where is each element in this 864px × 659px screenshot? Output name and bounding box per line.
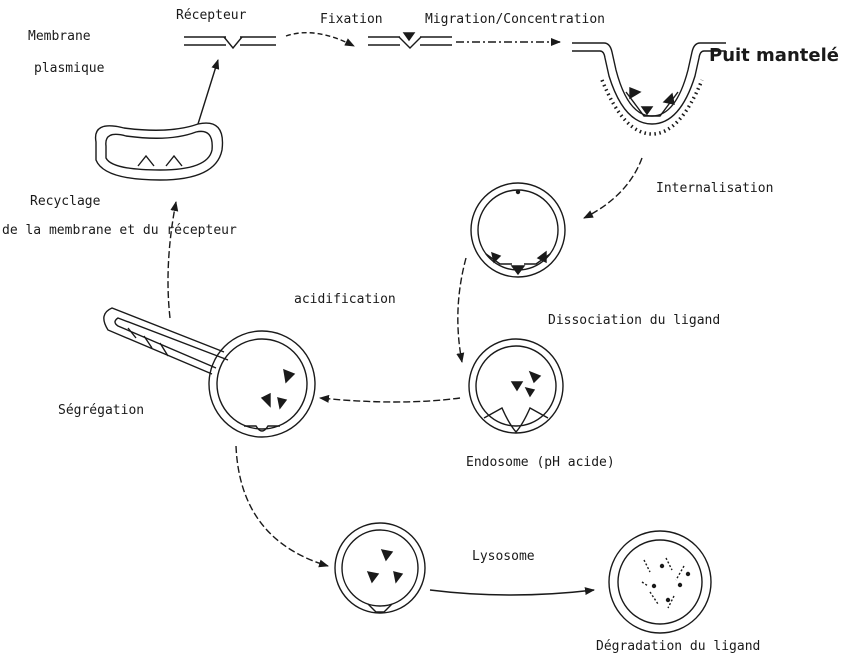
label-puit-mantele: Puit mantelé xyxy=(709,47,839,65)
arrow-to-endosome xyxy=(458,258,466,362)
coated-pit xyxy=(572,43,726,134)
label-internalisation: Internalisation xyxy=(656,182,773,195)
plasma-membrane-receptor xyxy=(184,37,276,48)
arrow-recycling-up xyxy=(168,202,176,318)
arrow-to-lysosome xyxy=(236,446,328,566)
label-recepteur: Récepteur xyxy=(176,9,246,22)
recycling-vesicle xyxy=(96,123,223,180)
label-lysosome: Lysosome xyxy=(472,550,535,563)
label-plasmique: plasmique xyxy=(34,62,104,75)
label-fixation: Fixation xyxy=(320,13,383,26)
label-migration-concentration: Migration/Concentration xyxy=(425,13,605,26)
label-recyclage: Recyclage xyxy=(30,195,100,208)
lysosome-vesicle xyxy=(335,523,425,613)
label-membrane-recepteur: de la membrane et du récepteur xyxy=(2,224,237,237)
membrane-with-bound-ligand xyxy=(368,33,452,48)
degradation-vesicle xyxy=(609,531,711,633)
label-degradation: Dégradation du ligand xyxy=(596,640,760,653)
label-endosome: Endosome (pH acide) xyxy=(466,456,615,469)
arrow-to-membrane xyxy=(198,60,218,124)
label-segregation: Ségrégation xyxy=(58,404,144,417)
endosome-vesicle xyxy=(469,339,563,433)
arrow-receptor-to-fixation xyxy=(286,33,354,46)
label-acidification: acidification xyxy=(294,293,396,306)
arrow-to-segregation xyxy=(320,398,460,402)
arrow-to-degradation xyxy=(430,590,594,595)
vesicle-dissociation xyxy=(471,183,565,277)
arrow-internalisation xyxy=(584,158,642,218)
label-membrane: Membrane xyxy=(28,30,91,43)
label-dissociation: Dissociation du ligand xyxy=(548,314,720,327)
